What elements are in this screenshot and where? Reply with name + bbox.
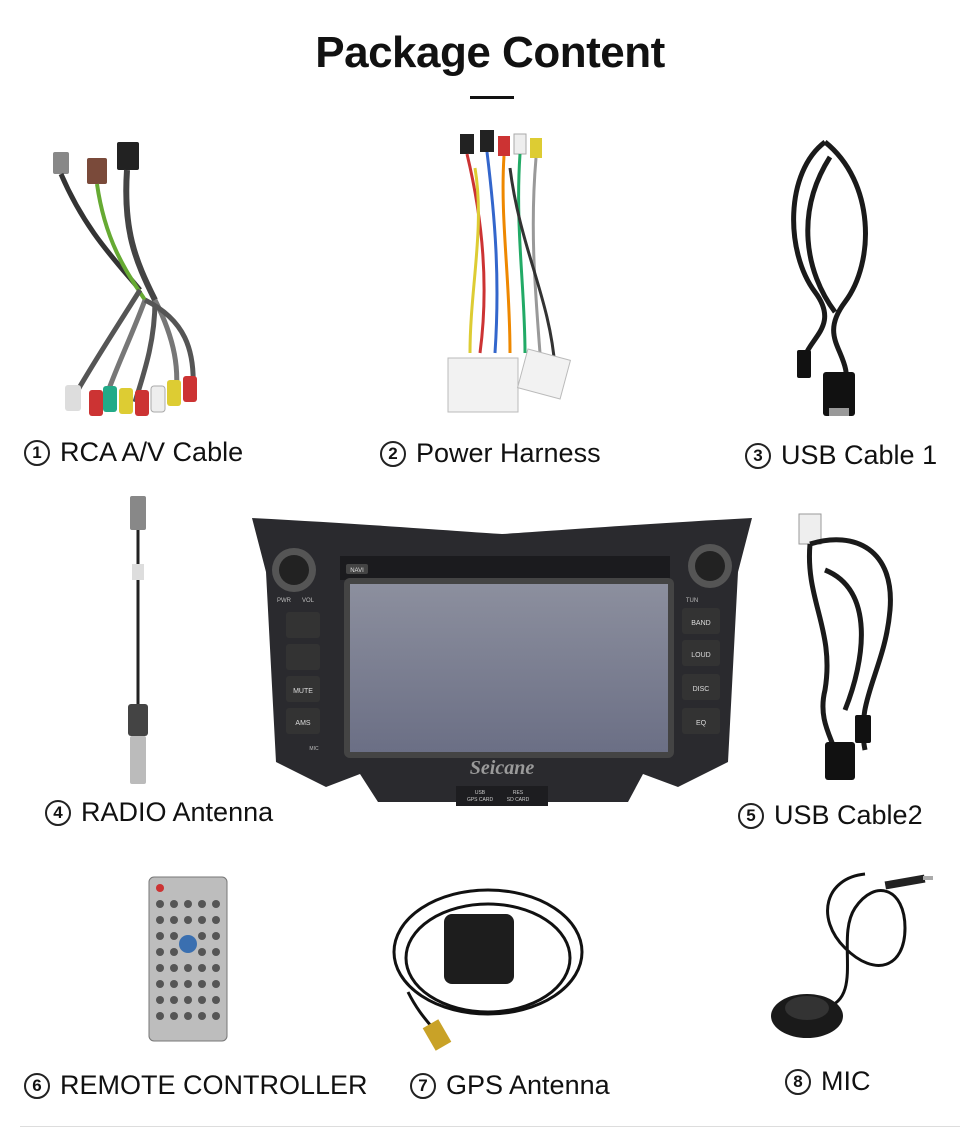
power-harness-image <box>440 128 580 418</box>
number-badge: 2 <box>380 440 406 467</box>
mic-image <box>765 858 935 1044</box>
svg-text:VOL: VOL <box>302 598 315 604</box>
svg-text:EQ: EQ <box>696 720 707 727</box>
caption-radio-antenna: 4 RADIO Antenna <box>45 797 273 828</box>
number-badge: 7 <box>410 1072 436 1099</box>
usb-cable-1-image <box>775 132 885 422</box>
caption-label: RCA A/V Cable <box>60 437 244 467</box>
caption-usb-cable-2: 5 USB Cable2 <box>738 800 923 831</box>
number-badge: 5 <box>738 802 764 829</box>
svg-text:AMS: AMS <box>295 720 311 727</box>
svg-text:DISC: DISC <box>693 686 710 693</box>
radio-antenna-image <box>118 494 158 786</box>
caption-label: MIC <box>821 1066 871 1096</box>
caption-label: USB Cable2 <box>774 800 923 830</box>
head-unit-image: NAVI Seicane MUTE AMS BAND LOUD DISC EQ … <box>248 512 756 812</box>
number-badge: 1 <box>24 439 50 466</box>
caption-label: RADIO Antenna <box>81 797 274 827</box>
bottom-divider <box>20 1126 960 1127</box>
caption-remote-controller: 6 REMOTE CONTROLLER <box>24 1070 368 1101</box>
gps-antenna-image <box>388 882 588 1052</box>
number-badge: 4 <box>45 799 71 826</box>
title-underline <box>470 96 514 99</box>
svg-text:RES: RES <box>513 790 524 796</box>
svg-text:LOUD: LOUD <box>691 652 710 659</box>
remote-controller-image <box>148 876 228 1042</box>
number-badge: 8 <box>785 1068 811 1095</box>
svg-text:TUN: TUN <box>686 598 698 604</box>
svg-text:USB: USB <box>475 790 486 796</box>
caption-mic: 8 MIC <box>785 1066 871 1097</box>
caption-usb-cable-1: 3 USB Cable 1 <box>745 440 937 471</box>
caption-label: USB Cable 1 <box>781 440 938 470</box>
rca-cable-image <box>45 140 215 430</box>
svg-text:GPS CARD: GPS CARD <box>467 797 494 803</box>
caption-power-harness: 2 Power Harness <box>380 438 601 469</box>
svg-text:MUTE: MUTE <box>293 688 313 695</box>
caption-rca-cable: 1 RCA A/V Cable <box>24 437 243 468</box>
caption-label: GPS Antenna <box>446 1070 610 1100</box>
svg-text:BAND: BAND <box>691 620 710 627</box>
svg-text:NAVI: NAVI <box>350 568 364 574</box>
usb-cable-2-image <box>795 510 905 785</box>
number-badge: 3 <box>745 442 771 469</box>
svg-text:SD CARD: SD CARD <box>507 797 530 803</box>
svg-text:MIC: MIC <box>309 746 319 752</box>
caption-label: REMOTE CONTROLLER <box>60 1070 368 1100</box>
page-title: Package Content <box>315 28 665 77</box>
caption-gps-antenna: 7 GPS Antenna <box>410 1070 610 1101</box>
svg-text:PWR: PWR <box>277 598 292 604</box>
number-badge: 6 <box>24 1072 50 1099</box>
caption-label: Power Harness <box>416 438 601 468</box>
svg-text:Seicane: Seicane <box>470 757 535 779</box>
